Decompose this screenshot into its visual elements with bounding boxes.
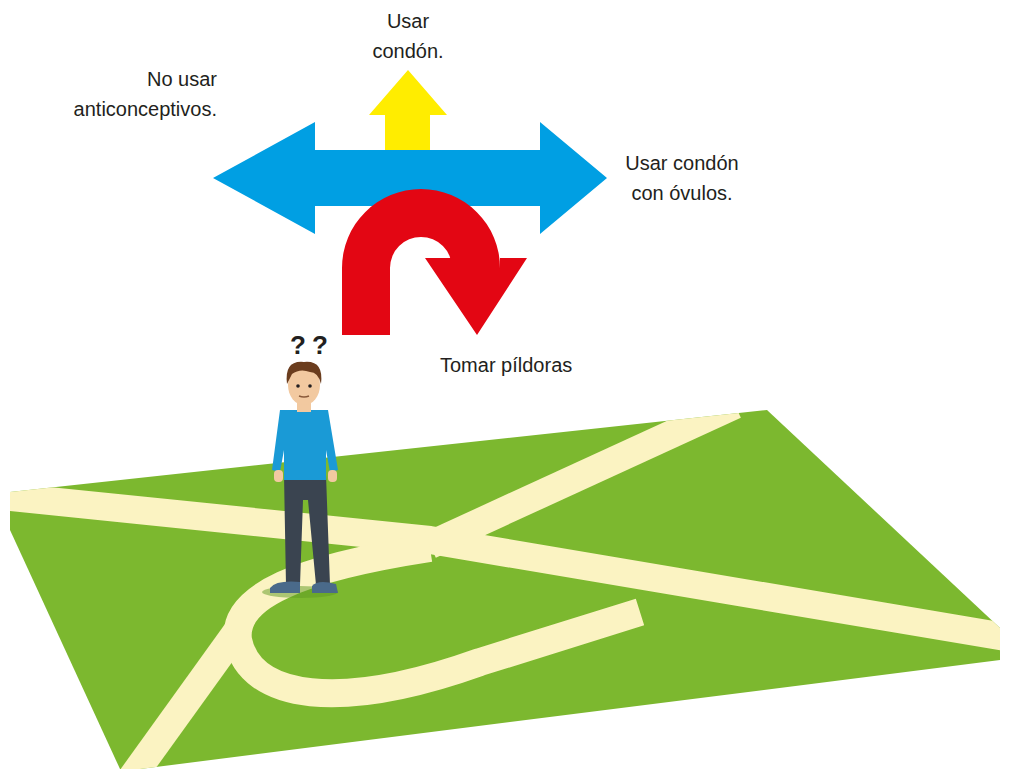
option-label: No usar anticonceptivos. [55, 64, 217, 124]
u-turn-arrow [342, 189, 527, 335]
person [262, 362, 338, 598]
question-marks: ?? [290, 330, 340, 360]
ground [10, 410, 1000, 769]
option-label: Tomar píldoras [440, 350, 620, 380]
up-arrow [369, 70, 447, 160]
road [130, 630, 238, 769]
option-label: Usar condón. [358, 6, 458, 66]
option-label: Usar condón con óvulos. [612, 148, 752, 208]
road [430, 405, 735, 545]
